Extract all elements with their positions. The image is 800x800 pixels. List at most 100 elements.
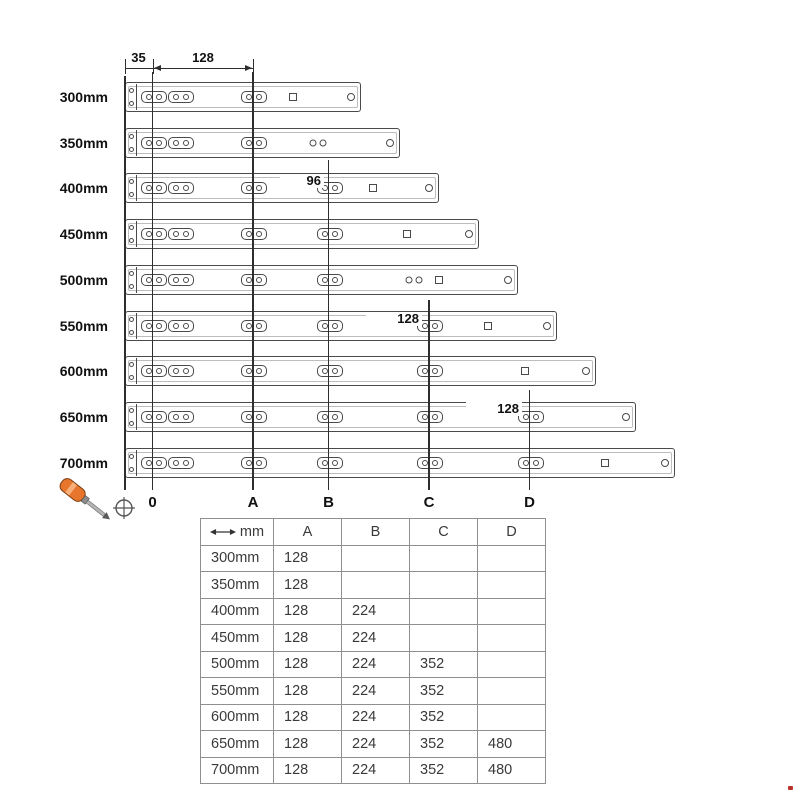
rail-front-bracket <box>127 129 137 156</box>
rail-front-bracket <box>127 403 137 430</box>
slot-hole <box>172 139 179 146</box>
slot-hole <box>155 459 162 466</box>
bracket-hole <box>129 420 134 426</box>
dim-label-35: 35 <box>131 50 146 65</box>
table-cell <box>477 703 546 731</box>
square-hole <box>521 367 529 376</box>
table-cell <box>341 571 410 599</box>
slot-hole <box>246 322 252 329</box>
slot-hole <box>432 459 438 466</box>
axis-label-0: 0 <box>148 494 157 511</box>
bracket-hole <box>129 225 134 231</box>
dim-label-128-c: 128 <box>366 312 422 326</box>
slot-hole <box>321 276 328 283</box>
dimension-arrow-left <box>154 64 161 71</box>
axis-label-c: C <box>423 494 435 511</box>
slot-hole <box>145 231 152 238</box>
table-row-label: 550mm <box>200 677 274 705</box>
mounting-slot <box>241 182 267 195</box>
table-header-d: D <box>477 518 546 546</box>
bracket-hole <box>129 283 134 289</box>
slot-hole <box>145 322 152 329</box>
slot-hole <box>155 231 162 238</box>
table-cell: 128 <box>273 730 342 758</box>
mounting-slot <box>316 456 343 469</box>
rail-inner-member <box>128 131 397 154</box>
mounting-slot <box>167 182 194 195</box>
slot-hole <box>256 322 262 329</box>
table-cell: 224 <box>341 597 410 625</box>
slot-hole <box>182 368 189 375</box>
rail-front-bracket <box>127 449 137 476</box>
rail-front-bracket <box>127 358 137 385</box>
double-arrow-icon <box>209 528 236 535</box>
mounting-slot <box>167 228 194 241</box>
axis-label-a: A <box>247 494 259 511</box>
mounting-slot <box>140 456 167 469</box>
mounting-slot <box>140 182 167 195</box>
mounting-slot <box>140 319 167 332</box>
slot-hole <box>145 94 152 100</box>
mounting-slot <box>140 365 167 378</box>
bracket-hole <box>129 407 134 413</box>
end-hole <box>346 93 355 101</box>
mounting-slot <box>241 365 267 378</box>
mounting-slot <box>140 410 167 423</box>
slot-hole <box>321 459 328 466</box>
end-hole <box>621 412 630 421</box>
table-cell: 224 <box>341 624 410 652</box>
rail-inner-member <box>128 314 555 337</box>
rail-front-bracket <box>127 221 137 248</box>
rail-front-bracket <box>127 266 137 293</box>
mounting-slot <box>417 319 443 332</box>
table-header-mm: mm <box>200 518 274 546</box>
table-row-label: 350mm <box>200 571 274 599</box>
slot-hole <box>331 231 338 238</box>
dim-label-96: 96 <box>280 174 324 188</box>
rail-length-label: 400mm <box>59 180 108 197</box>
slot-hole <box>432 322 438 329</box>
table-header-c: C <box>409 518 478 546</box>
drawer-slide-rail <box>125 82 361 112</box>
slot-hole <box>155 413 162 420</box>
slot-hole <box>182 139 189 146</box>
slot-hole <box>331 368 338 375</box>
slot-hole <box>145 139 152 146</box>
drawer-slide-rail <box>125 219 479 250</box>
table-cell: 128 <box>273 756 342 784</box>
bracket-hole <box>129 375 134 381</box>
slot-hole <box>532 413 539 420</box>
slot-hole <box>321 185 328 192</box>
table-cell: 128 <box>273 677 342 705</box>
reference-line-b <box>327 160 330 490</box>
table-row-label: 300mm <box>200 544 274 572</box>
slot-hole <box>422 459 428 466</box>
slot-hole <box>182 94 189 100</box>
slot-hole <box>522 459 529 466</box>
dim-label-128-top: 128 <box>192 50 214 65</box>
slot-hole <box>172 231 179 238</box>
rail-inner-member <box>128 86 358 108</box>
mounting-slot <box>140 273 167 286</box>
mounting-slot <box>517 410 544 423</box>
slot-hole <box>246 459 252 466</box>
slot-hole <box>172 185 179 192</box>
rail-front-bracket <box>127 312 137 339</box>
slot-hole <box>172 322 179 329</box>
table-cell <box>477 571 546 599</box>
bracket-hole <box>129 238 134 244</box>
table-cell <box>341 544 410 572</box>
square-hole <box>484 321 492 330</box>
drawer-slide-rail <box>125 447 675 478</box>
rail-inner-member <box>128 223 476 246</box>
rail-front-bracket <box>127 84 137 110</box>
dimension-tick <box>152 59 154 74</box>
slot-hole <box>246 231 252 238</box>
mounting-slot <box>241 319 267 332</box>
